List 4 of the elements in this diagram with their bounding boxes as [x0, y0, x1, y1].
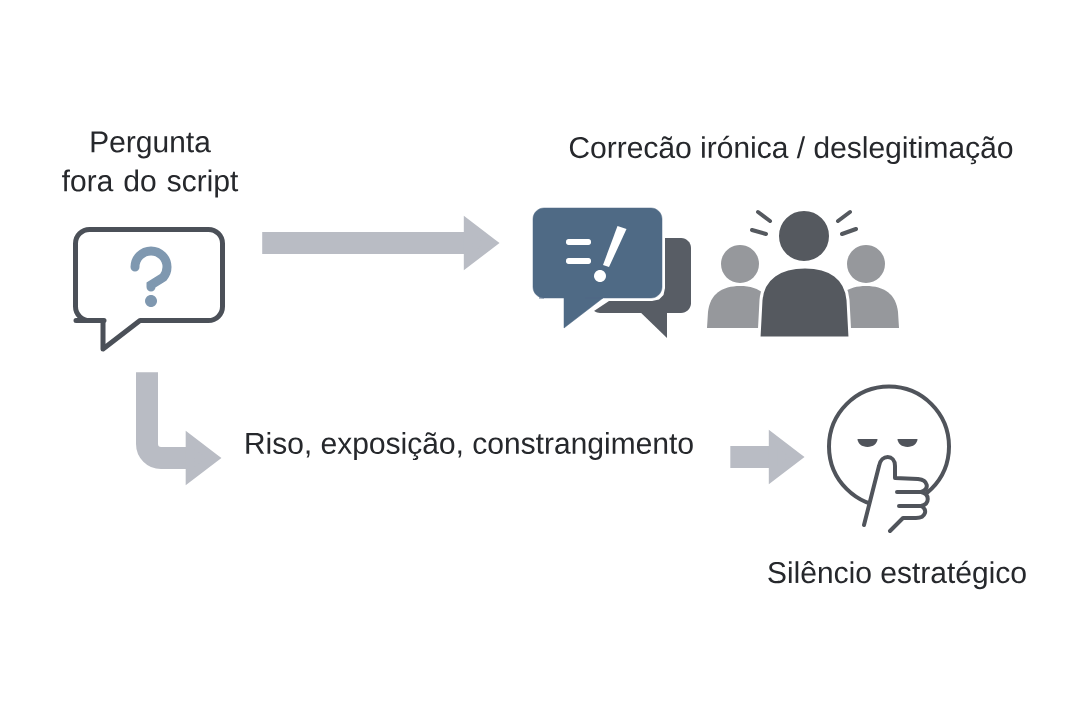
step-label: Pergunta fora do script [62, 131, 239, 198]
step-label: Correcão irónica / deslegitimação [569, 135, 1013, 165]
step-label: Silêncio estratégico [768, 560, 1026, 590]
step-label: Riso, exposição, constrangimento [246, 431, 693, 461]
